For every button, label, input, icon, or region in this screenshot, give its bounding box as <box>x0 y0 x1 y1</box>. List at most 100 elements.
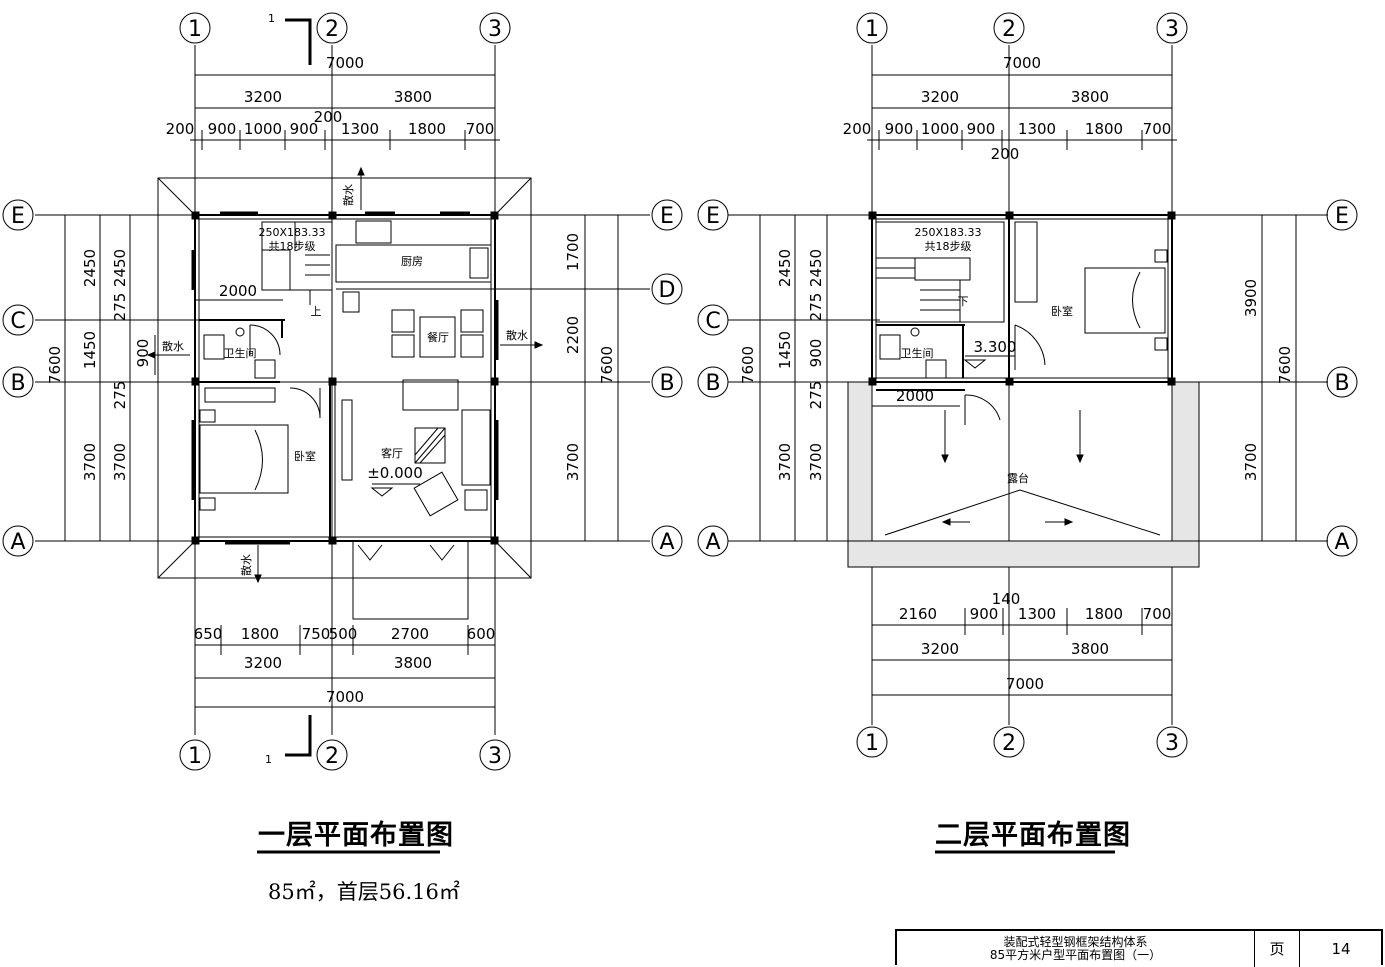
grid-label-e: E <box>11 204 25 229</box>
room-bedroom: 卧室 <box>1051 304 1073 318</box>
grid-label-1: 1 <box>188 744 202 769</box>
dim-200: 200 <box>166 120 195 138</box>
stair-up: 上 <box>311 305 322 318</box>
dim-900: 900 <box>134 339 152 368</box>
dim-1000: 1000 <box>921 120 959 138</box>
dim-2450: 2450 <box>807 249 825 287</box>
dim-2000: 2000 <box>219 282 257 300</box>
grid-label-a: A <box>705 530 720 555</box>
grid-label-3: 3 <box>1165 17 1179 42</box>
dim-3800: 3800 <box>394 654 432 672</box>
grid-label-2: 2 <box>325 17 339 42</box>
plan2-title: 二层平面布置图 <box>935 820 1131 851</box>
dim-900: 900 <box>967 120 996 138</box>
dim-3700: 3700 <box>111 443 129 481</box>
dim-275: 275 <box>111 381 129 410</box>
room-bath: 卫生间 <box>224 346 257 360</box>
grid-label-a: A <box>10 530 25 555</box>
grid-label-b: B <box>1334 371 1349 396</box>
dim-2450: 2450 <box>81 249 99 287</box>
section-mark: 1 <box>265 753 272 766</box>
page-number: 14 <box>1331 940 1351 958</box>
dim-900: 900 <box>807 339 825 368</box>
dim-1800: 1800 <box>1085 605 1123 623</box>
grid-label-2: 2 <box>1002 731 1016 756</box>
dim-900: 900 <box>290 120 319 138</box>
stair-size: 250X183.33 <box>258 226 325 239</box>
dim-2160: 2160 <box>899 605 937 623</box>
grid-label-2: 2 <box>325 744 339 769</box>
dim-3200: 3200 <box>244 88 282 106</box>
dim-3800: 3800 <box>1071 88 1109 106</box>
dim-1300: 1300 <box>341 120 379 138</box>
dim-200-mid: 200 <box>314 108 343 126</box>
dim-200: 200 <box>843 120 872 138</box>
section-mark: 1 <box>268 12 275 25</box>
dim-3900: 3900 <box>1242 279 1260 317</box>
plan2-drawing <box>697 12 1358 758</box>
grid-label-b: B <box>10 371 25 396</box>
dim-3800: 3800 <box>1071 640 1109 658</box>
dim-3200: 3200 <box>921 640 959 658</box>
title-block-description: 装配式轻型钢框架结构体系 85平方米户型平面布置图（一） <box>897 931 1255 967</box>
dim-500: 500 <box>329 625 358 643</box>
dim-3800: 3800 <box>394 88 432 106</box>
dim-750: 750 <box>302 625 331 643</box>
room-bath: 卫生间 <box>901 346 934 360</box>
dim-3700: 3700 <box>564 443 582 481</box>
stair-steps: 共18步级 <box>925 240 972 253</box>
dim-700: 700 <box>1143 605 1172 623</box>
floor-level: 3.300 <box>974 338 1017 356</box>
stair-steps: 共18步级 <box>269 240 316 253</box>
room-dining: 餐厅 <box>427 330 449 344</box>
dim-700: 700 <box>1143 120 1172 138</box>
dim-3200: 3200 <box>244 654 282 672</box>
dim-1450: 1450 <box>81 331 99 369</box>
dim-1700: 1700 <box>564 233 582 271</box>
grid-label-c: C <box>705 309 720 334</box>
dim-1300: 1300 <box>1018 605 1056 623</box>
grid-label-1: 1 <box>865 17 879 42</box>
grid-label-b: B <box>659 371 674 396</box>
grid-label-1: 1 <box>865 731 879 756</box>
dim-2450: 2450 <box>111 249 129 287</box>
stair-size: 250X183.33 <box>914 226 981 239</box>
room-living: 客厅 <box>381 446 403 460</box>
dim-1450: 1450 <box>776 331 794 369</box>
grid-label-1: 1 <box>188 17 202 42</box>
dim-total: 7000 <box>1003 54 1041 72</box>
drain-label: 散水 <box>506 328 528 342</box>
dim-2700: 2700 <box>391 625 429 643</box>
dim-3700: 3700 <box>1242 443 1260 481</box>
dim-200-mid: 200 <box>991 145 1020 163</box>
grid-label-3: 3 <box>1165 731 1179 756</box>
room-kitchen: 厨房 <box>401 255 423 268</box>
dim-1300: 1300 <box>1018 120 1056 138</box>
dim-total: 7000 <box>1006 675 1044 693</box>
dim-900: 900 <box>885 120 914 138</box>
room-bedroom: 卧室 <box>294 449 316 463</box>
grid-label-e: E <box>706 204 720 229</box>
dim-1800: 1800 <box>408 120 446 138</box>
title-block-line-2: 85平方米户型平面布置图（一） <box>989 948 1162 962</box>
dim-1800: 1800 <box>241 625 279 643</box>
drain-label: 散水 <box>341 184 355 206</box>
grid-label-a: A <box>659 530 674 555</box>
plan1-subtitle: 85㎡，首层56.16㎡ <box>268 880 460 904</box>
dim-275: 275 <box>807 293 825 322</box>
dim-total: 7000 <box>326 688 364 706</box>
dim-275: 275 <box>807 381 825 410</box>
grid-label-c: C <box>10 309 25 334</box>
grid-label-3: 3 <box>488 744 502 769</box>
dim-1800: 1800 <box>1085 120 1123 138</box>
title-block-line-1: 装配式轻型钢框架结构体系 <box>1003 935 1148 949</box>
dim-600: 600 <box>467 625 496 643</box>
plan1-title: 一层平面布置图 <box>258 820 454 851</box>
grid-label-3: 3 <box>488 17 502 42</box>
dim-900: 900 <box>970 605 999 623</box>
dim-3700: 3700 <box>81 443 99 481</box>
dim-700: 700 <box>466 120 495 138</box>
dim-3700: 3700 <box>776 443 794 481</box>
dim-7600: 7600 <box>739 346 757 384</box>
